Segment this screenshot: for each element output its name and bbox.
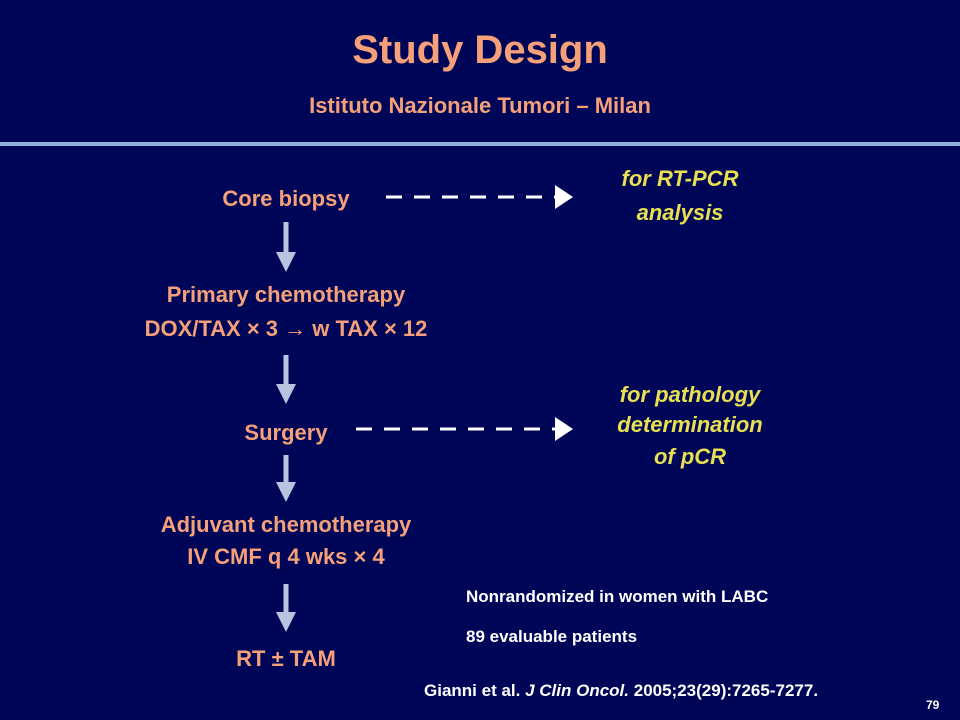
info-nonrandomized: Nonrandomized in women with LABC xyxy=(466,587,769,606)
citation-details: 2005;23(29):7265-7277. xyxy=(633,681,819,700)
note-pcr: of pCR xyxy=(653,444,727,469)
citation-journal: J Clin Oncol. xyxy=(525,681,629,700)
citation-authors: Gianni et al. xyxy=(424,681,521,700)
step-adjuvant-chemotherapy: Adjuvant chemotherapy xyxy=(160,512,412,537)
page-subtitle: Istituto Nazionale Tumori – Milan xyxy=(309,93,651,118)
step-core-biopsy: Core biopsy xyxy=(222,186,350,211)
step-adjuvant-regimen: IV CMF q 4 wks × 4 xyxy=(187,544,385,569)
page-title: Study Design xyxy=(352,28,608,72)
slide-number: 79 xyxy=(926,698,940,712)
note-rtpcr-analysis: analysis xyxy=(636,200,724,225)
title-divider xyxy=(0,142,960,146)
step-surgery: Surgery xyxy=(244,420,328,445)
step-primary-chemotherapy: Primary chemotherapy xyxy=(166,282,406,307)
note-rtpcr: for RT-PCR xyxy=(621,166,739,191)
step-rt-tam: RT ± TAM xyxy=(236,646,336,671)
note-determination: determination xyxy=(617,412,763,437)
info-evaluable-patients: 89 evaluable patients xyxy=(466,627,638,646)
step-primary-chemotherapy-regimen: DOX/TAX × 3 → w TAX × 12 xyxy=(144,316,428,341)
citation: Gianni et al. J Clin Oncol. 2005;23(29):… xyxy=(424,680,944,702)
note-pathology: for pathology xyxy=(619,382,761,407)
